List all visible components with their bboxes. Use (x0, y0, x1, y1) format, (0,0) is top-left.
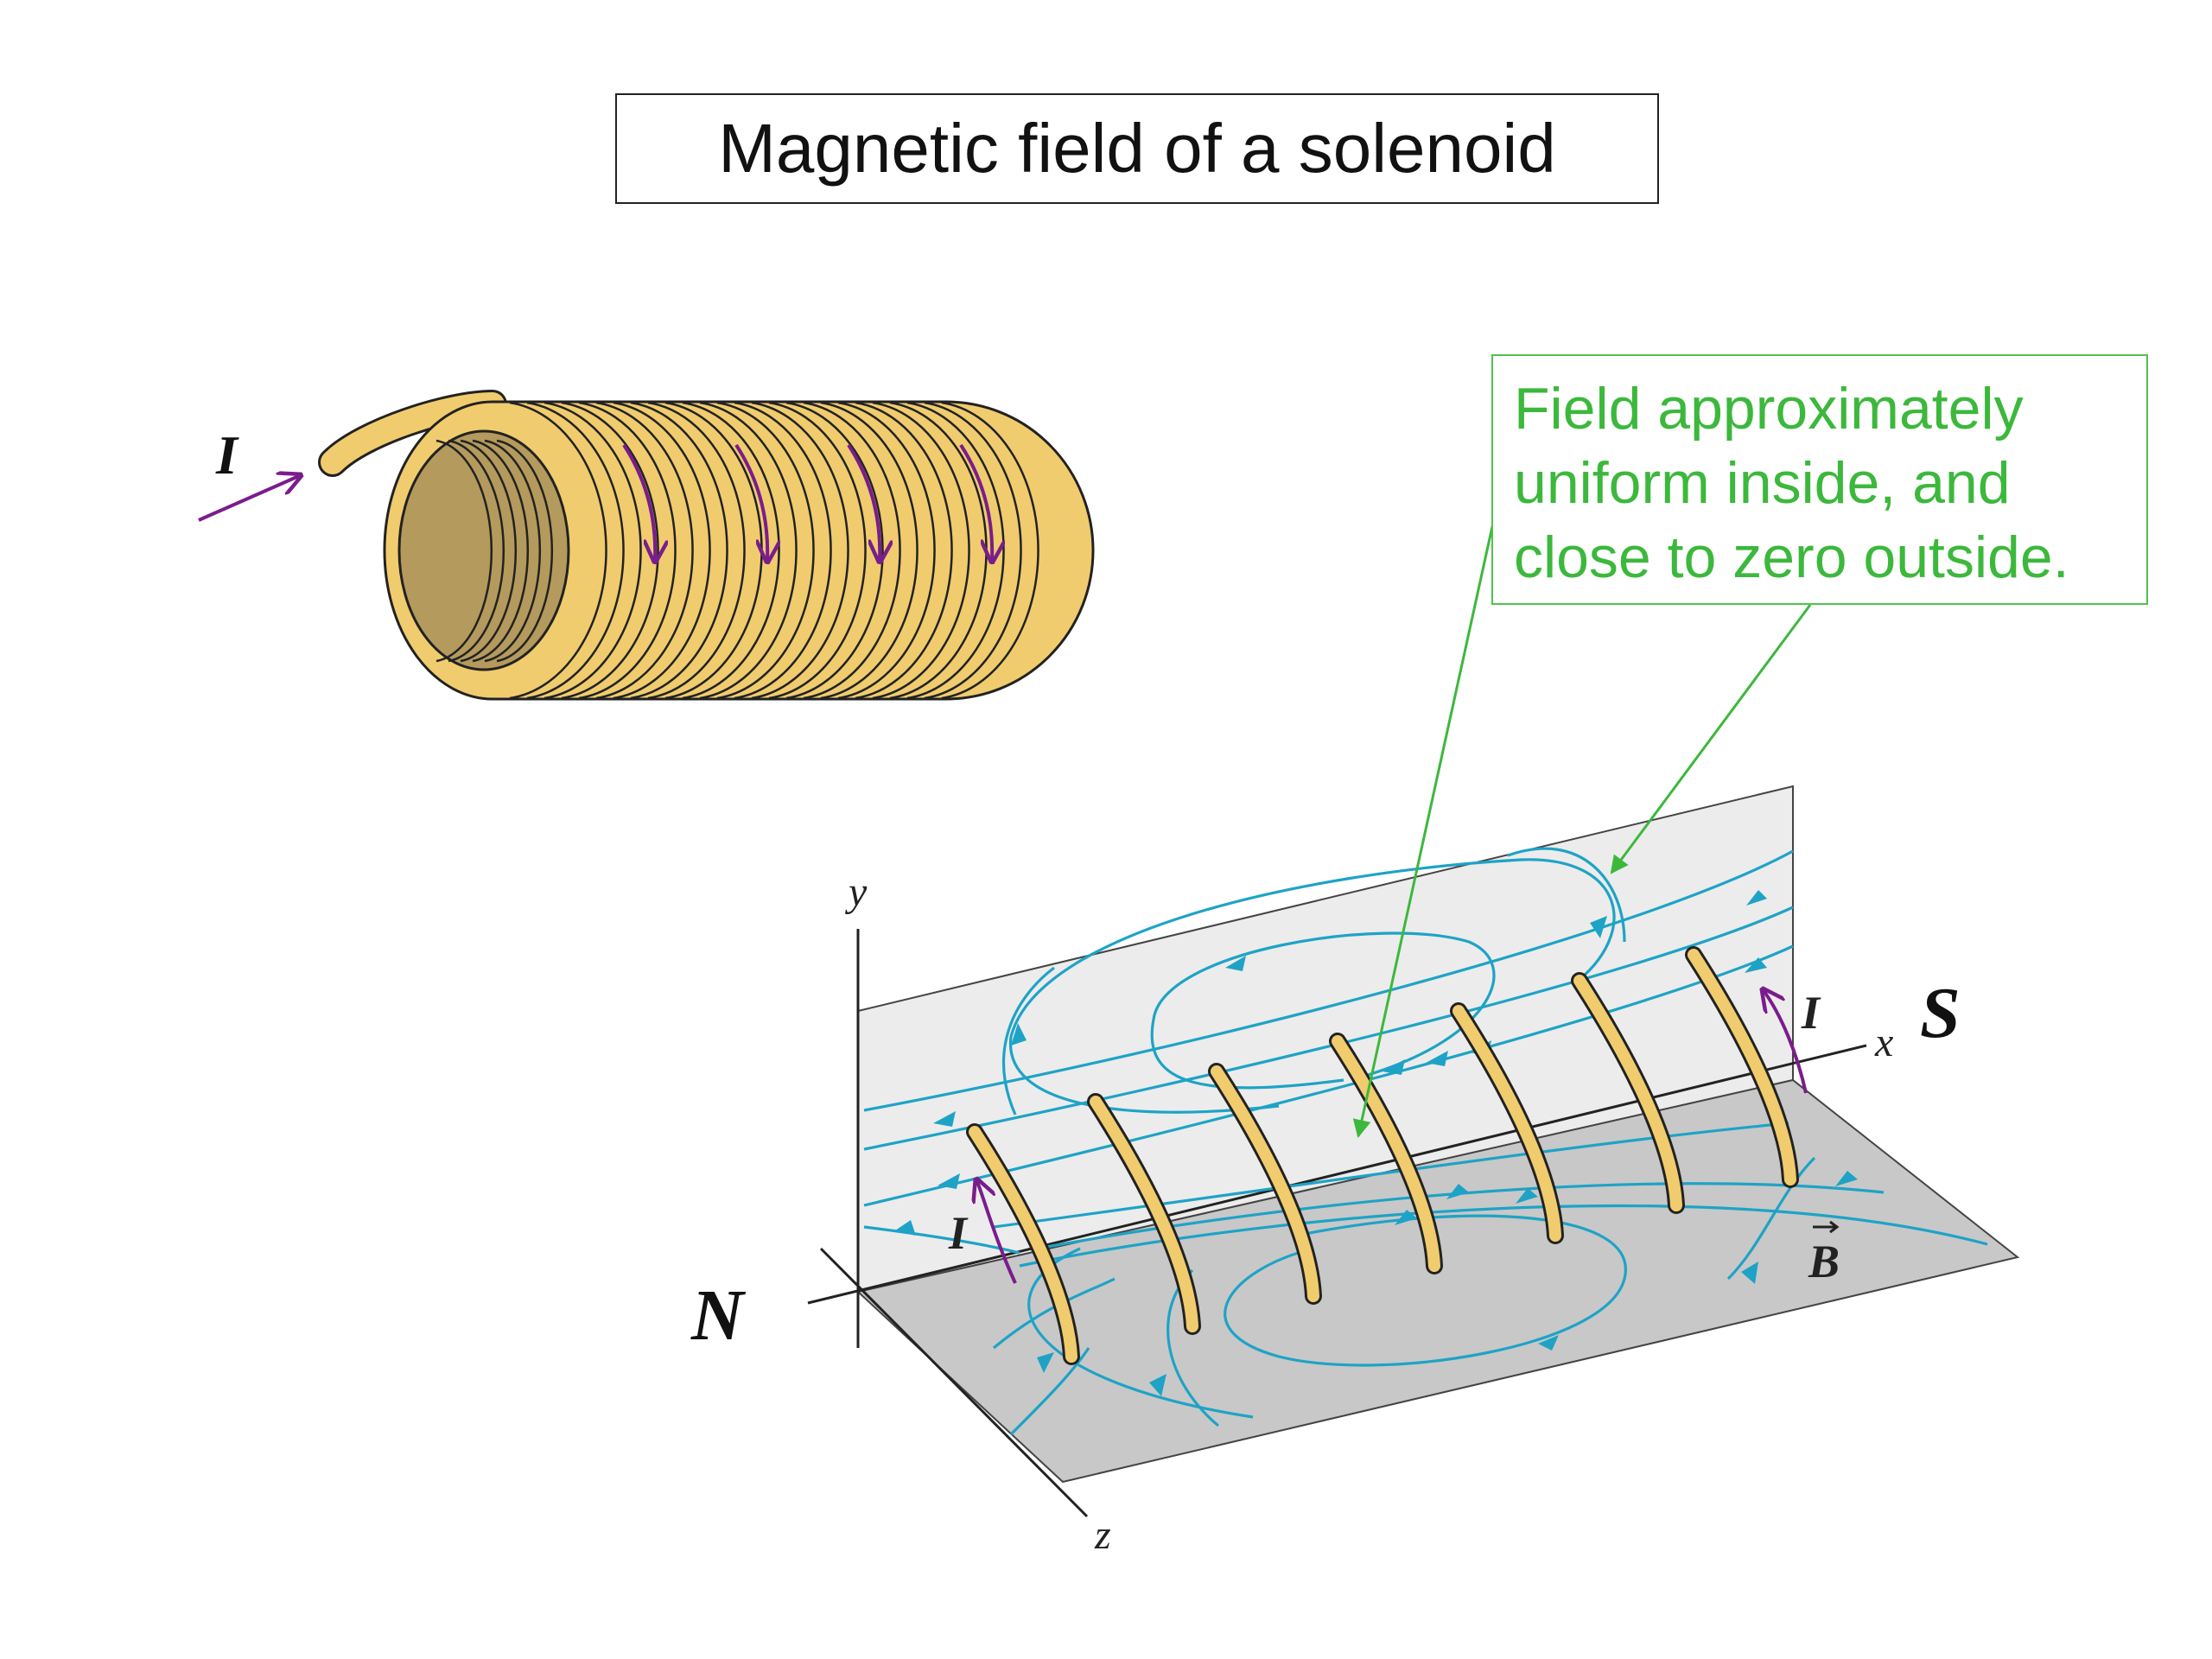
note-line-2: uniform inside, and (1514, 450, 2011, 516)
wire-loop (1211, 1065, 1319, 1302)
field-vector-label: B (1808, 1220, 1840, 1287)
coil-turn (647, 401, 746, 700)
axis-y-label: y (844, 869, 868, 915)
coil-turn (872, 401, 970, 700)
current-arrow-right (1763, 989, 1808, 1094)
coil-turn (630, 401, 728, 700)
current-label-left: I (948, 1207, 969, 1259)
svg-text:B: B (1808, 1236, 1840, 1287)
wire-loop (969, 1126, 1077, 1363)
axes (807, 929, 1867, 1518)
field-arrowheads-back (933, 890, 1767, 1189)
coil-inner-turn (496, 439, 554, 663)
coil-inner-turn (435, 439, 493, 663)
coil-loops (966, 946, 1799, 1365)
field-arrowheads-floor (895, 1171, 1858, 1396)
coil-inner-turn (448, 439, 505, 663)
coil-turn (751, 401, 849, 700)
coil-turn (578, 401, 677, 700)
coil-turn (526, 401, 625, 700)
current-arrow-top (198, 475, 301, 522)
floor-plane (855, 1078, 2020, 1484)
coil-turn (803, 401, 901, 700)
wire-loop (1332, 1035, 1440, 1272)
coil-turn (509, 401, 607, 700)
note-line-1: Field approximately (1514, 376, 2024, 442)
wire-loop (1688, 949, 1796, 1185)
coil-inner-turn (484, 439, 542, 663)
field-diagram: y x z (690, 785, 2020, 1558)
annotation-note: Field approximately uniform inside, and … (1491, 354, 2148, 605)
solenoid-illustration: I (198, 390, 1095, 701)
coil-turn (837, 401, 936, 700)
z-axis (819, 1247, 1089, 1518)
coil-turn (768, 401, 867, 700)
coil-turn (820, 401, 918, 700)
coil-turn (941, 401, 1039, 700)
current-arrow-left (976, 1179, 1017, 1284)
current-label-right: I (1801, 987, 1821, 1039)
coil-current-arrows (622, 443, 992, 562)
diagram-title: Magnetic field of a solenoid (615, 93, 1659, 204)
wire-loop (1090, 1096, 1198, 1332)
coil-inner-turn (472, 439, 530, 663)
coil-turn (716, 401, 815, 700)
coil-turn (595, 401, 694, 700)
coil-turn (924, 401, 1022, 700)
coil-turn (699, 401, 798, 700)
x-axis (807, 1044, 1867, 1305)
current-label-top: I (215, 424, 239, 486)
coil-turn (543, 401, 642, 700)
coil-turn (613, 401, 711, 700)
wire-loop (1452, 1005, 1561, 1242)
coil-turn (734, 401, 832, 700)
wire-loop (1573, 975, 1682, 1211)
axis-x-label: x (1874, 1020, 1893, 1065)
south-pole-label: S (1920, 973, 1961, 1053)
north-pole-label: N (690, 1275, 747, 1356)
coil-turn (855, 401, 953, 700)
note-line-3: close to zero outside. (1514, 524, 2069, 590)
coil-inner-turn (460, 439, 518, 663)
axis-z-label: z (1094, 1512, 1111, 1558)
